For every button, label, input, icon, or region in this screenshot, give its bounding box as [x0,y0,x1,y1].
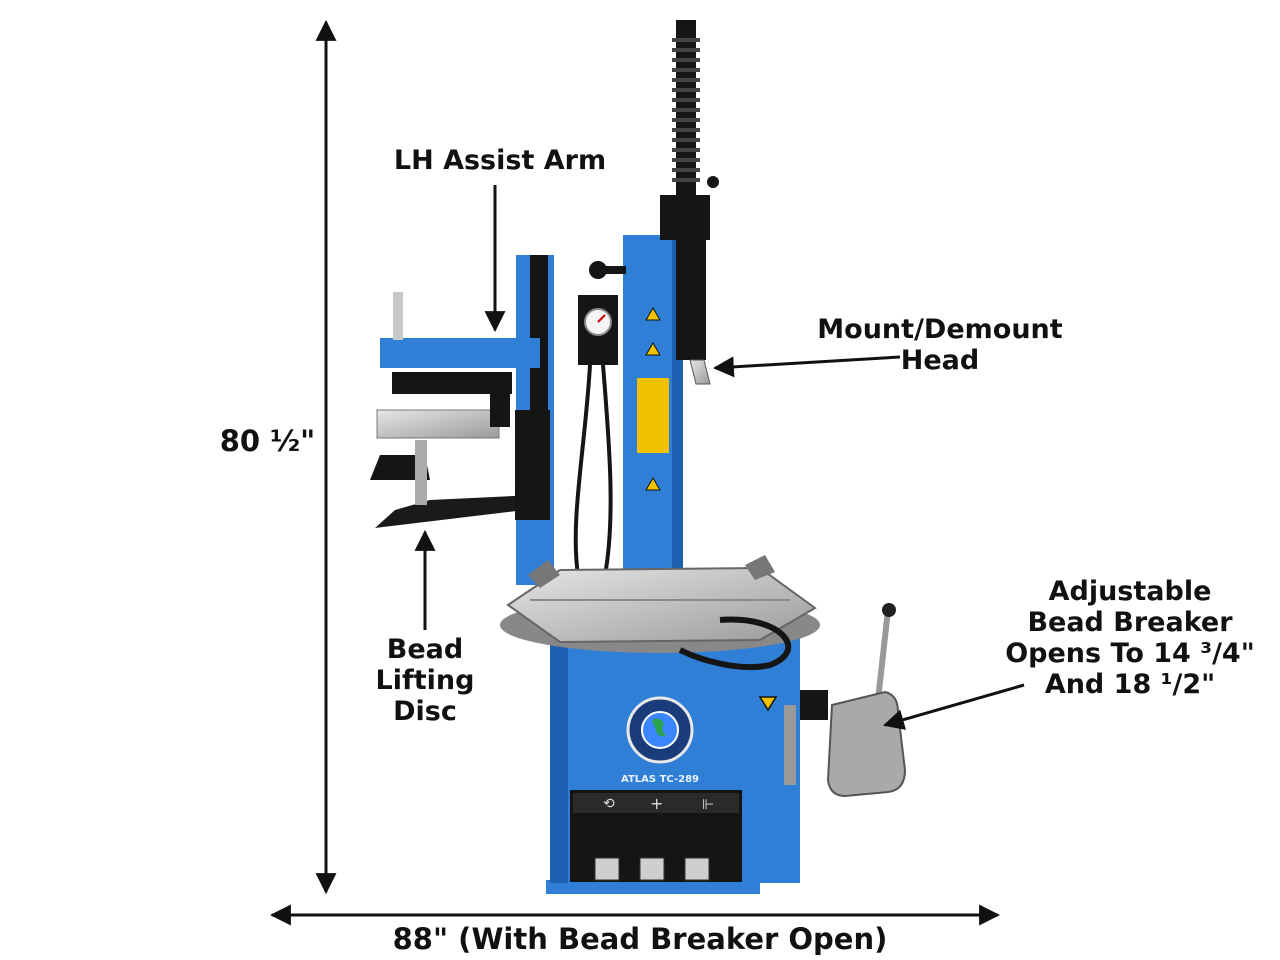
bead-breaker-lever-knob [882,603,896,617]
height-text: 80 ½" [219,424,316,458]
assist-arm-post [393,292,403,340]
pedal-left [594,857,620,881]
rear-tower-shade [672,235,683,605]
turntable [506,566,817,644]
bead-breaker-arm [800,690,828,720]
head-knob [707,176,719,188]
bead-breaker-blade [826,690,907,798]
bead-breaker-line-4: And 18 ¹/2" [1044,669,1216,700]
brand-text: ATLAS TC-289 [621,774,699,785]
bead-breaker-line-2: Bead Breaker [1027,607,1233,638]
caution-icon-3 [645,477,661,491]
cabinet-shade [550,625,568,883]
head-column [676,240,706,360]
caution-icon-2 [645,342,661,356]
width-dimension-label: 88" (With Bead Breaker Open) [330,924,950,955]
air-hoses [573,364,613,576]
warning-label [637,378,669,453]
clamp-jaw-right [745,555,775,580]
bead-breaker-lever [875,609,891,701]
height-dimension-label: 80 ½" [205,426,330,457]
mount-demount-line-1: Mount/Demount [817,314,1063,345]
pedal-symbol-icon: ⊩ [702,797,714,813]
shaft-spring [672,38,700,182]
head-housing [660,195,710,240]
plus-symbol-icon: + [650,794,663,813]
pedal-label-strip [573,793,739,813]
rotate-symbol-icon: ⟲ [603,796,615,812]
bead-disc-line-2: Lifting [375,665,475,696]
bead-breaker-label: Adjustable Bead Breaker Opens To 14 ³/4"… [985,576,1275,700]
bead-lifting-disc [375,495,535,528]
lh-assist-arm-text: LH Assist Arm [393,145,607,176]
lh-assist-arm-label: LH Assist Arm [380,145,620,176]
width-text: 88" (With Bead Breaker Open) [392,922,888,956]
clamp-jaw-left [528,560,560,588]
base-plate [546,880,760,894]
bead-disc-line-3: Disc [393,696,457,727]
bead-breaker-guide [784,705,796,785]
bead-lifting-disc-label: Bead Lifting Disc [360,634,490,727]
mount-demount-head-label: Mount/Demount Head [800,314,1080,376]
pedal-center [639,857,665,881]
warning-icon [758,696,778,712]
mount-head-arrow [712,355,901,378]
assist-arm-steel [376,409,500,439]
bead-breaker-arrow [882,683,1025,730]
assist-arm-lower-bracket [515,410,550,520]
bead-breaker-line-3: Opens To 14 ³/4" [1005,638,1255,669]
mount-demount-head [689,359,711,385]
assist-arm-vertical-black [490,372,510,427]
turntable-hoses [678,616,792,671]
bead-breaker-line-1: Adjustable [1048,576,1212,607]
caution-icon-1 [645,307,661,321]
pedal-right [684,857,710,881]
mount-demount-line-2: Head [900,345,980,376]
assist-arm-horizontal [380,338,540,368]
bead-disc-line-1: Bead [386,634,464,665]
assist-arm-mid-black [392,372,512,394]
